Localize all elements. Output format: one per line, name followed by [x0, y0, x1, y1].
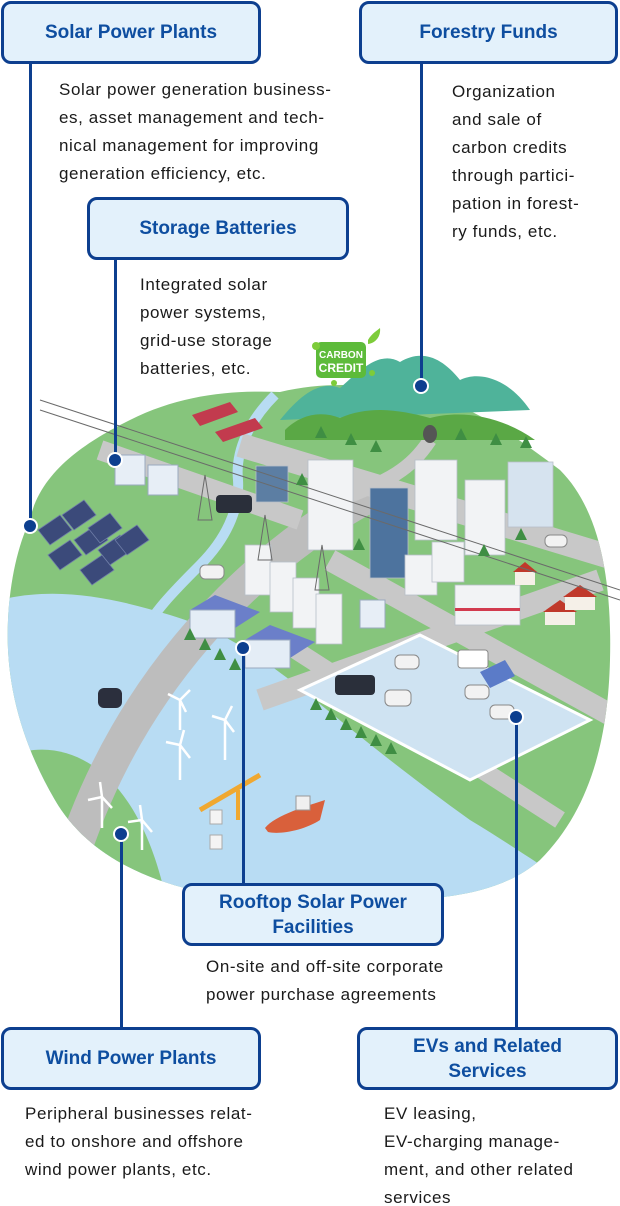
label-rooftop-title-line1: Rooftop Solar Power [219, 891, 407, 913]
label-storage-title: Storage Batteries [139, 218, 297, 239]
mountains [280, 355, 530, 420]
label-rooftop-solar: Rooftop Solar Power Facilities [182, 883, 444, 946]
label-ev-title-line2: Services [448, 1060, 527, 1082]
connector-ev [515, 716, 518, 1028]
connector-solar [29, 64, 32, 526]
marker-forest [413, 378, 429, 394]
tunnel-icon [423, 425, 437, 443]
leaf-icon [368, 328, 381, 344]
label-rooftop-title-line2: Facilities [272, 916, 354, 938]
label-solar-power-plants: Solar Power Plants [1, 1, 261, 64]
solar-panel-farm [37, 499, 150, 586]
tunnel-road [337, 436, 436, 507]
label-forestry-funds: Forestry Funds [359, 1, 618, 64]
barns [192, 402, 263, 442]
connector-forest [420, 64, 423, 386]
harbor [198, 772, 325, 850]
wind-turbines [87, 689, 235, 850]
carbon-badge-line1: CARBON [319, 350, 363, 361]
power-lines [39, 399, 620, 601]
label-solar-title: Solar Power Plants [44, 22, 218, 43]
houses [513, 562, 597, 625]
marker-wind [113, 826, 129, 842]
desc-wind-power-plants: Peripheral businesses relat- ed to onsho… [25, 1104, 253, 1179]
desc-storage-batteries: Integrated solar power systems, grid-use… [140, 275, 273, 378]
desc-forestry-funds: Organization and sale of carbon credits … [452, 82, 580, 241]
label-forestry-title: Forestry Funds [419, 22, 558, 43]
desc-rooftop-solar: On-site and off-site corporate power pur… [206, 957, 444, 1004]
carbon-badge-line2: CREDIT [319, 361, 364, 375]
desc-evs-related-services: EV leasing, EV-charging manage- ment, an… [384, 1104, 574, 1206]
rooftop-solar-warehouses [189, 595, 315, 669]
trees [184, 426, 532, 754]
vehicles [98, 495, 568, 720]
marker-solar [22, 518, 38, 534]
forest [285, 410, 535, 440]
connector-rooftop [242, 648, 245, 884]
label-storage-batteries: Storage Batteries [87, 197, 349, 260]
label-ev-title-line1: EVs and Related [413, 1035, 562, 1057]
marker-rooftop [235, 640, 251, 656]
city-buildings [244, 459, 554, 645]
label-evs-related-services: EVs and Related Services [357, 1027, 618, 1090]
road-diag [324, 550, 611, 730]
marker-ev [508, 709, 524, 725]
label-wind-power-plants: Wind Power Plants [1, 1027, 261, 1090]
solar-carport [480, 660, 515, 688]
marker-storage [107, 452, 123, 468]
desc-solar-power-plants: Solar power generation business- es, ass… [59, 80, 332, 183]
carbon-credit-badge: CARBON CREDIT [312, 328, 381, 386]
connector-wind [120, 833, 123, 1028]
label-wind-title: Wind Power Plants [45, 1048, 217, 1069]
connector-storage [114, 260, 117, 460]
